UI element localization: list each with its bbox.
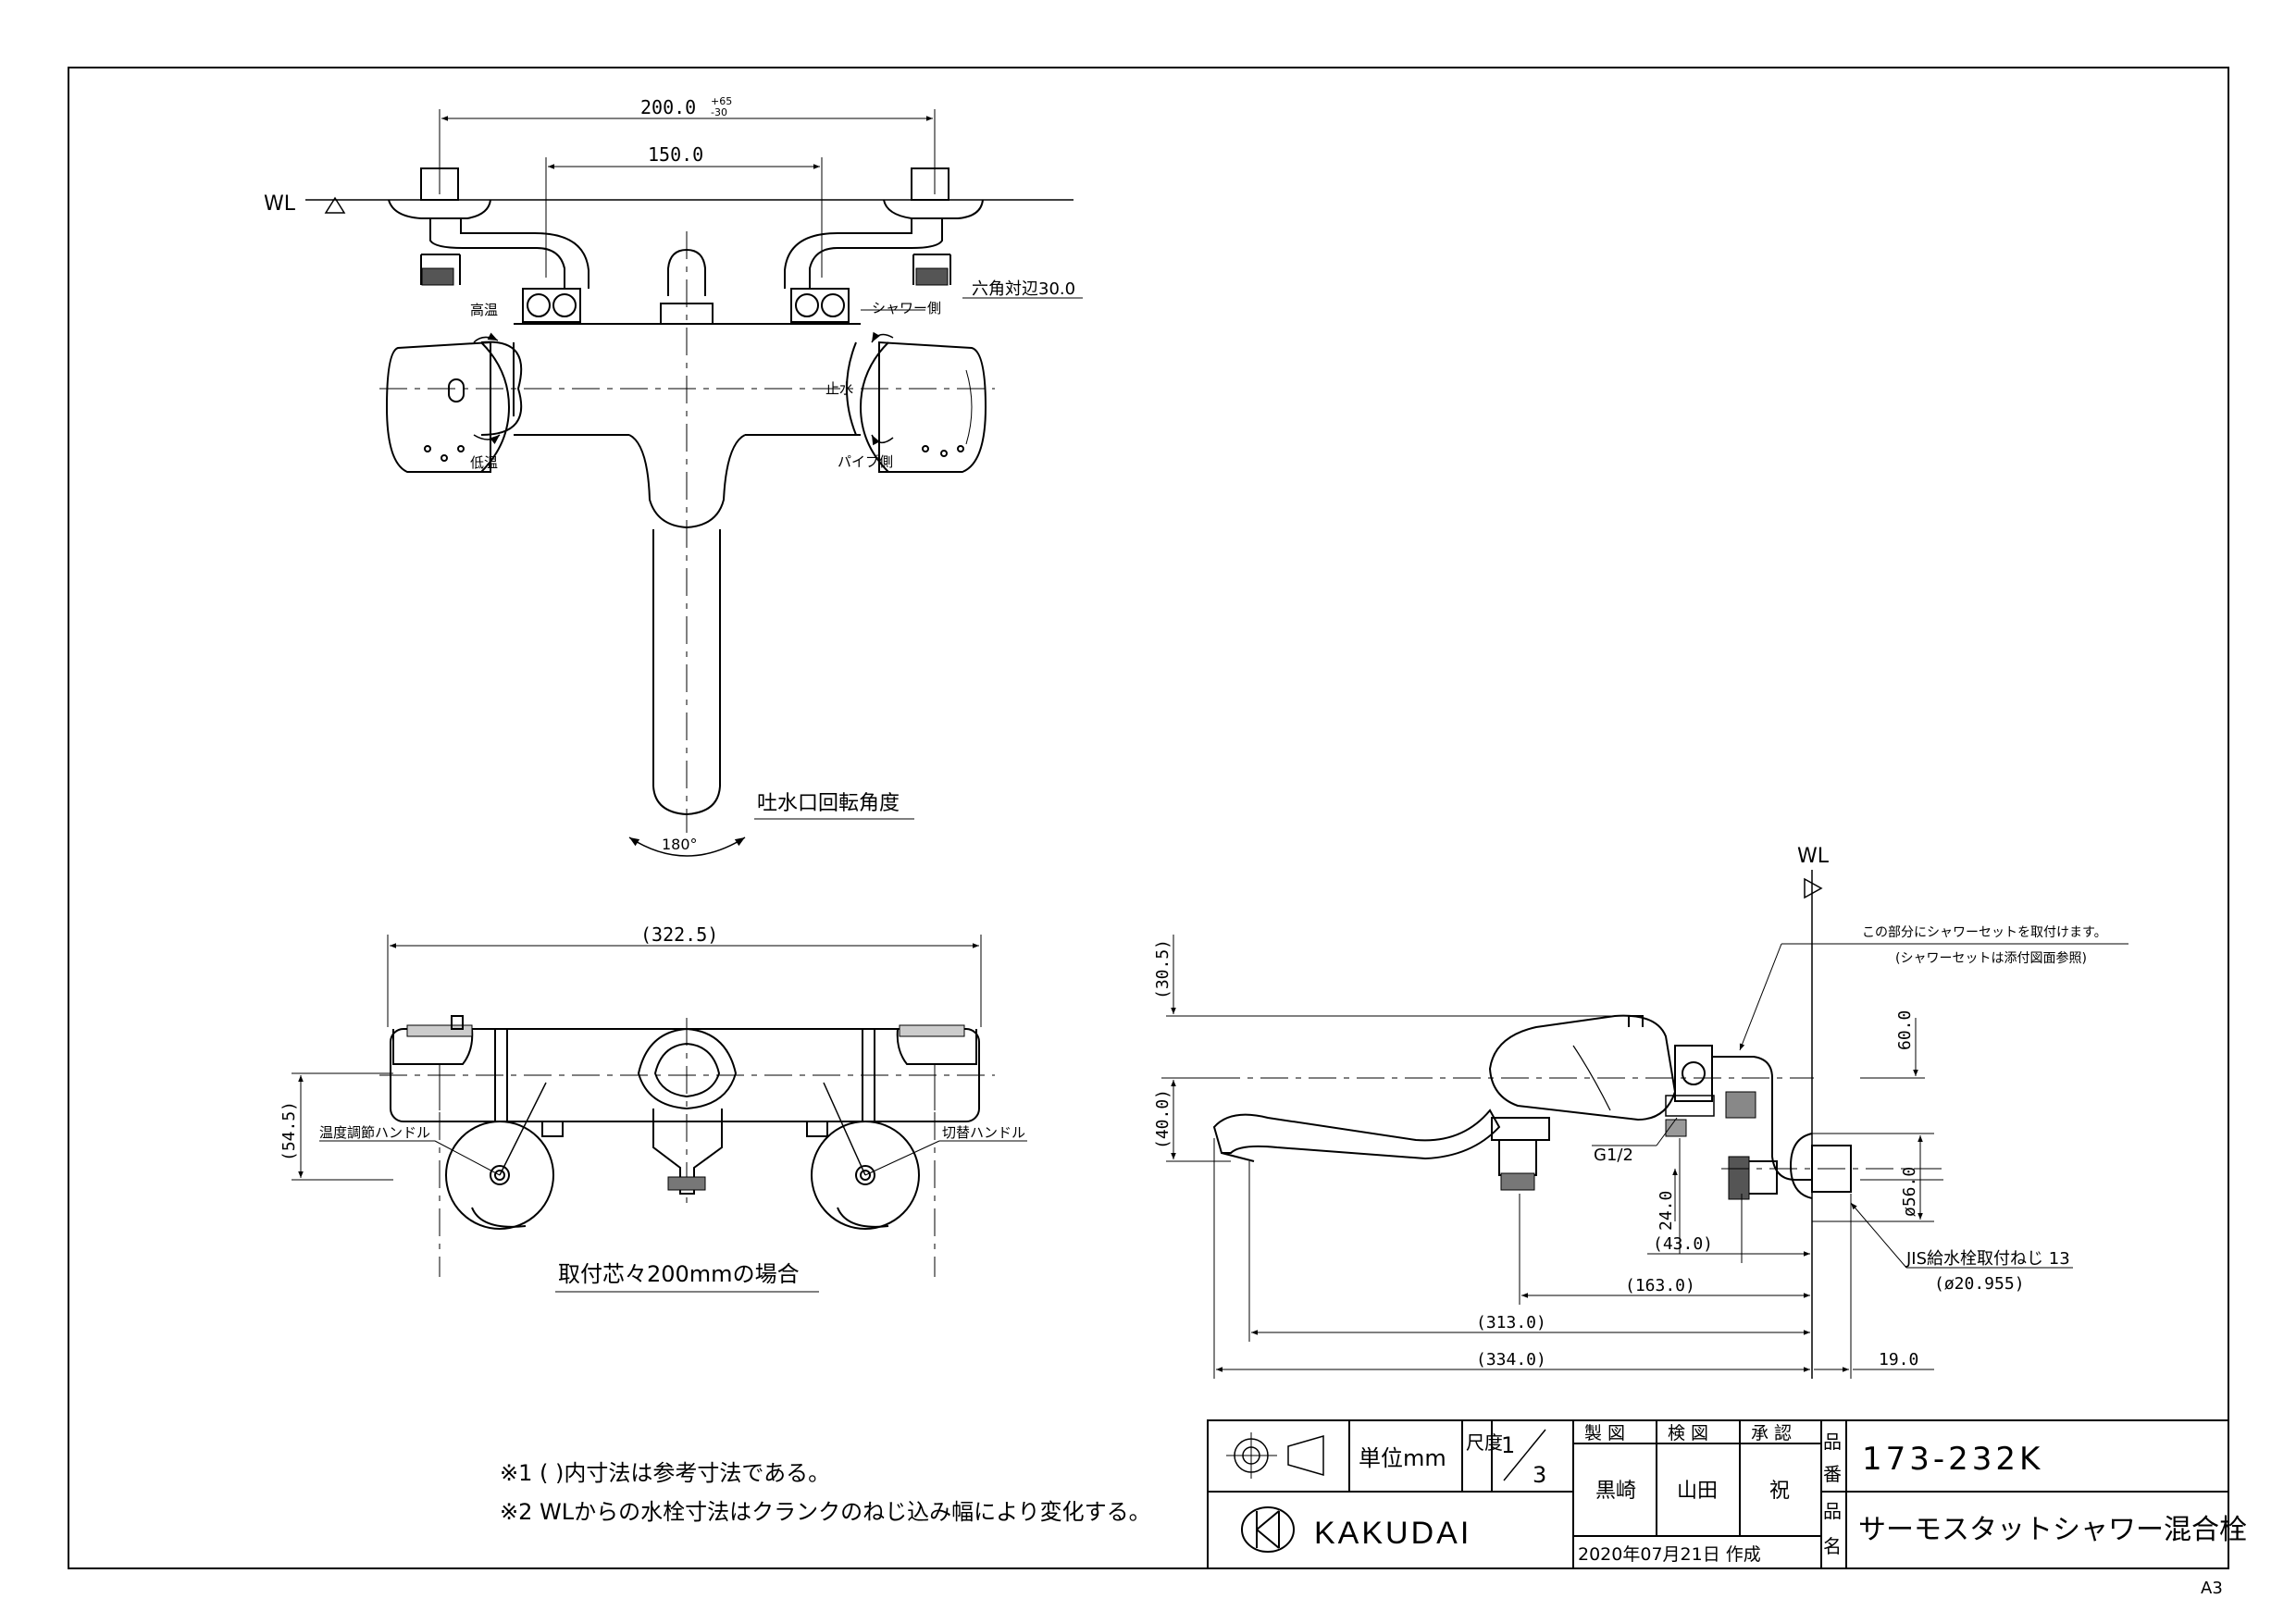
dim-334: (334.0) (1476, 1350, 1546, 1369)
note-shower-ref: (シャワーセットは添付図面参照) (1895, 950, 2087, 966)
label-cold: 低温 (470, 454, 498, 471)
wl-triangle-side-icon (1804, 877, 1823, 899)
top-view: WL 200.0 +65 -30 150.0 (264, 95, 1083, 857)
scale-num: 1 (1501, 1432, 1515, 1458)
scale-label: 尺度 (1466, 1431, 1503, 1454)
sheet-size: A3 (2201, 1579, 2223, 1598)
dim-19: 19.0 (1879, 1350, 1918, 1369)
hex-note: 六角対辺30.0 (972, 279, 1075, 299)
front-view: (322.5) (54.5) (279, 923, 1027, 1293)
sheet-border (68, 67, 2229, 1569)
note-1: ※1 ( )内寸法は参考寸法である。 (500, 1460, 830, 1486)
part-name-label-2: 名 (1823, 1535, 1842, 1557)
dim-313: (313.0) (1476, 1313, 1546, 1332)
title-block: 単位mm 尺度 1 3 製 図 検 図 承 認 黒崎 山田 祝 2020年07月… (1207, 1419, 2247, 1569)
front-view-caption: 取付芯々200mmの場合 (558, 1261, 800, 1287)
wl-label-side: WL (1797, 845, 1830, 868)
dim-24: 24.0 (1657, 1191, 1676, 1231)
dim-54: (54.5) (279, 1101, 299, 1161)
spout-rotation-title: 吐水口回転角度 (757, 792, 900, 815)
dim-thread: G1/2 (1594, 1146, 1633, 1165)
kakudai-logo-icon (1241, 1506, 1295, 1553)
spout-rotation-angle: 180° (662, 836, 698, 853)
part-no-label-1: 品 (1823, 1431, 1842, 1453)
jis-dia: (ø20.955) (1934, 1274, 2025, 1294)
projection-symbol-icon (1226, 1432, 1324, 1479)
label-switch-handle: 切替ハンドル (942, 1124, 1025, 1141)
part-number: 173-232K (1862, 1441, 2043, 1478)
label-pipe-side: パイプ側 (838, 453, 893, 470)
part-no-label-2: 番 (1823, 1463, 1842, 1485)
checked-by: 山田 (1677, 1480, 1718, 1503)
note-shower: この部分にシャワーセットを取付けます。 (1862, 925, 2107, 940)
wl-triangle-icon (324, 196, 346, 214)
dim-322: (322.5) (640, 923, 718, 946)
label-shower-side: シャワー側 (872, 300, 941, 316)
dim-30: (30.5) (1153, 939, 1173, 999)
date: 2020年07月21日 作成 (1578, 1544, 1761, 1565)
side-view: WL この部分にシャワーセットを取付けます。 (シャワーセットは添付図面参照) … (1153, 845, 2128, 1379)
brand-name: KAKUDAI (1314, 1516, 1471, 1551)
label-stop: 止水 (825, 380, 853, 397)
dim-60: 60.0 (1895, 1010, 1915, 1050)
dim-150: 150.0 (648, 143, 703, 166)
part-name-label-1: 品 (1823, 1500, 1842, 1522)
dim-40: (40.0) (1153, 1089, 1173, 1149)
dim-tol-minus: -30 (711, 106, 727, 118)
note-2: ※2 WLからの水栓寸法はクランクのねじ込み幅により変化する。 (500, 1499, 1151, 1525)
drawn-label: 製 図 (1584, 1423, 1625, 1443)
dim-163: (163.0) (1625, 1276, 1695, 1295)
dim-tol-plus: +65 (711, 95, 732, 107)
checked-label: 検 図 (1668, 1423, 1708, 1443)
label-hot: 高温 (470, 302, 498, 318)
wl-label-top: WL (264, 192, 296, 216)
approved-by: 祝 (1769, 1480, 1790, 1503)
approved-label: 承 認 (1751, 1423, 1792, 1443)
unit-label: 単位mm (1359, 1445, 1446, 1471)
part-name: サーモスタットシャワー混合栓 (1858, 1514, 2247, 1546)
drawn-by: 黒崎 (1595, 1480, 1636, 1503)
dim-43: (43.0) (1653, 1234, 1713, 1254)
scale-den: 3 (1533, 1462, 1546, 1488)
dim-dia56: ø56.0 (1900, 1167, 1919, 1217)
label-temp-handle: 温度調節ハンドル (319, 1124, 430, 1141)
dim-200: 200.0 (640, 96, 696, 118)
jis-note: JIS給水栓取付ねじ 13 (1905, 1249, 2070, 1269)
